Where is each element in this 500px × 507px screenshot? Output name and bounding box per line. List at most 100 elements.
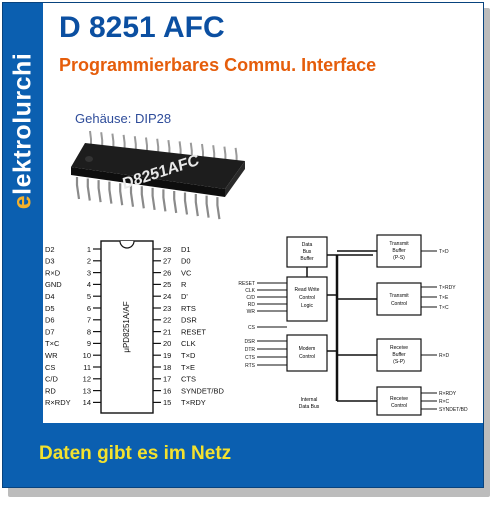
pin-number: 1 [87,245,91,254]
chip-body-side [225,161,245,197]
chip-pin [156,138,160,153]
block-label-line: Buffer [300,256,314,262]
pin-name: SYNDET/BD [181,386,225,395]
signal-label: T×C [439,305,449,311]
pin-number: 18 [163,363,171,372]
pin-name: D' [181,292,188,301]
chip-pin [205,195,210,218]
signal-label: SYNDET/BD [439,407,468,413]
pin-name: R [181,280,187,289]
block-label-line: Modem [299,346,316,352]
chip-pin [178,141,182,156]
brand-logo-rest: lektrolurchi [8,52,37,195]
chip-pins-top [89,130,238,162]
chip-pin [173,190,178,214]
block-data-bus-buffer: Data Bus Buffer [286,236,328,268]
block-label-line: Transmit [389,293,409,299]
block-receive-buffer: Receive Buffer (S-P) [376,338,422,372]
pin-number: 23 [163,304,171,313]
block-label-line: Receive [390,345,408,351]
block-label-line: Control [391,301,407,307]
brand-band: elektrolurchi [3,3,43,423]
block-label-line: Buffer [392,248,406,254]
chip-pin [129,184,135,207]
pin-number: 2 [87,257,91,266]
bus-label-line: Data Bus [299,404,320,410]
pin-number: 14 [83,398,91,407]
signal-label: R×RDY [439,391,457,397]
bus-label-line: Internal [301,397,318,403]
pin-number: 3 [87,268,91,277]
pin-name: D3 [45,257,55,266]
chip-pins-bottom [75,177,221,220]
pin-number: 19 [163,351,171,360]
signal-label: RESET [238,281,255,287]
pin-number: 9 [87,339,91,348]
chip-pin [100,132,104,147]
block-receive-control: Receive Control [376,386,422,416]
pin-number: 20 [163,339,171,348]
signal-label: CTS [245,355,256,361]
pinout-ic-notch [119,240,135,249]
signal-label: T×E [439,295,449,301]
product-card: elektrolurchi D 8251 AFC Programmierbare… [2,2,484,488]
pin-name: DSR [181,316,197,325]
pin-number: 27 [163,257,171,266]
pin-name: CS [45,363,55,372]
chip-pin [145,137,148,152]
pin-name: GND [45,280,62,289]
block-modem-control: Modem Control [286,334,328,372]
pin-name: D0 [181,257,191,266]
signal-label: T×RDY [439,285,456,291]
chip-pin [216,197,221,220]
brand-logo-first-letter: e [8,194,37,210]
block-label-line: Receive [390,396,408,402]
chip-pin [108,181,113,204]
chip-pin [212,145,216,160]
chip-pin [162,189,167,212]
pin-name: RTS [181,304,196,313]
block-label-line: Control [299,354,315,360]
chip-body-top [71,143,245,189]
pin-number: 28 [163,245,171,254]
pin-number: 5 [87,292,91,301]
signal-label: C/D [246,295,255,301]
package-label: Gehäuse: DIP28 [75,111,172,126]
chip-pin [167,139,171,155]
chip-notch-icon [85,156,93,162]
pinout-chip-label: μPD8251A/AF [122,301,131,352]
pin-number: 15 [163,398,171,407]
signal-label: DTR [245,347,256,353]
pinout-left-pins: 1D22D33R×D4GND5D46D57D68D79T×C10WR11CS12… [45,245,101,407]
chip-pin [122,134,126,149]
block-label-line: (S-P) [393,359,405,365]
chip-pin [223,146,227,161]
signal-label: R×D [439,353,450,359]
signal-label: R×C [439,399,450,405]
chip-pin [201,143,204,158]
chip-pin [151,187,156,211]
block-label-line: Transmit [389,241,409,247]
pin-name: D4 [45,292,55,301]
block-label-line: Control [299,295,315,301]
pin-number: 25 [163,280,171,289]
signal-label: DSR [244,339,255,345]
chip-pin [189,142,193,157]
pin-number: 26 [163,268,171,277]
chip-pin [89,130,92,145]
chip-pin [183,192,189,215]
signal-label: CS [248,325,256,331]
pin-name: D6 [45,316,55,325]
pin-number: 10 [83,351,91,360]
block-transmit-control: Transmit Control [376,282,422,316]
block-label-line: Bus [303,249,312,255]
pin-name: C/D [45,375,59,384]
block-diagram: Data Bus Buffer Read Write Control Logic… [238,234,468,416]
pin-name: D2 [45,245,55,254]
chip-pin [140,186,145,209]
pin-name: WR [45,351,58,360]
page-subtitle: Programmierbares Commu. Interface [59,55,377,75]
page-title: D 8251 AFC [59,11,225,44]
signal-label: WR [247,309,256,315]
